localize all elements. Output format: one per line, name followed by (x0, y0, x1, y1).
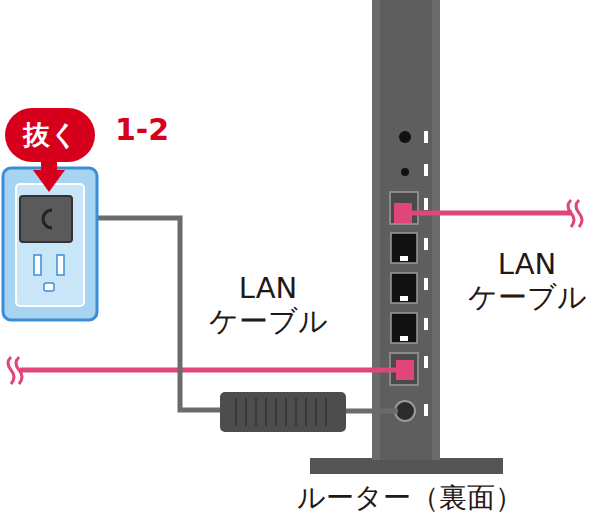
router-body (372, 0, 440, 460)
cable-label: LAN ケーブル (209, 272, 328, 339)
router-stand (310, 458, 503, 474)
router-hole (401, 168, 409, 176)
lan-plug (396, 360, 414, 380)
adapter-ribs (236, 398, 326, 426)
cable-break (8, 357, 22, 384)
power-plug (20, 196, 72, 242)
cable-label: LAN ケーブル (468, 248, 587, 315)
lan-plug (394, 203, 412, 223)
port-marks (424, 131, 428, 416)
lan-cable (410, 211, 572, 216)
power-adapter (220, 392, 346, 432)
socket-slots (34, 255, 64, 291)
lan-cable (20, 368, 400, 373)
wall-outlet (3, 168, 97, 320)
cable-break (568, 200, 582, 227)
router-button (399, 131, 411, 143)
router-panel (380, 0, 432, 460)
port-notches (400, 256, 408, 341)
action-text: 抜く (23, 117, 78, 153)
outlet-plate (16, 184, 84, 306)
step-number: 1-2 (115, 113, 169, 148)
device-caption: ルーター（裏面） (297, 482, 523, 514)
power-wire (344, 409, 398, 414)
plug-mark (43, 210, 52, 228)
wan-port (390, 192, 418, 224)
unplug-arrow (33, 170, 65, 192)
lan-ports (391, 233, 417, 343)
action-badge: 抜く (5, 108, 95, 162)
